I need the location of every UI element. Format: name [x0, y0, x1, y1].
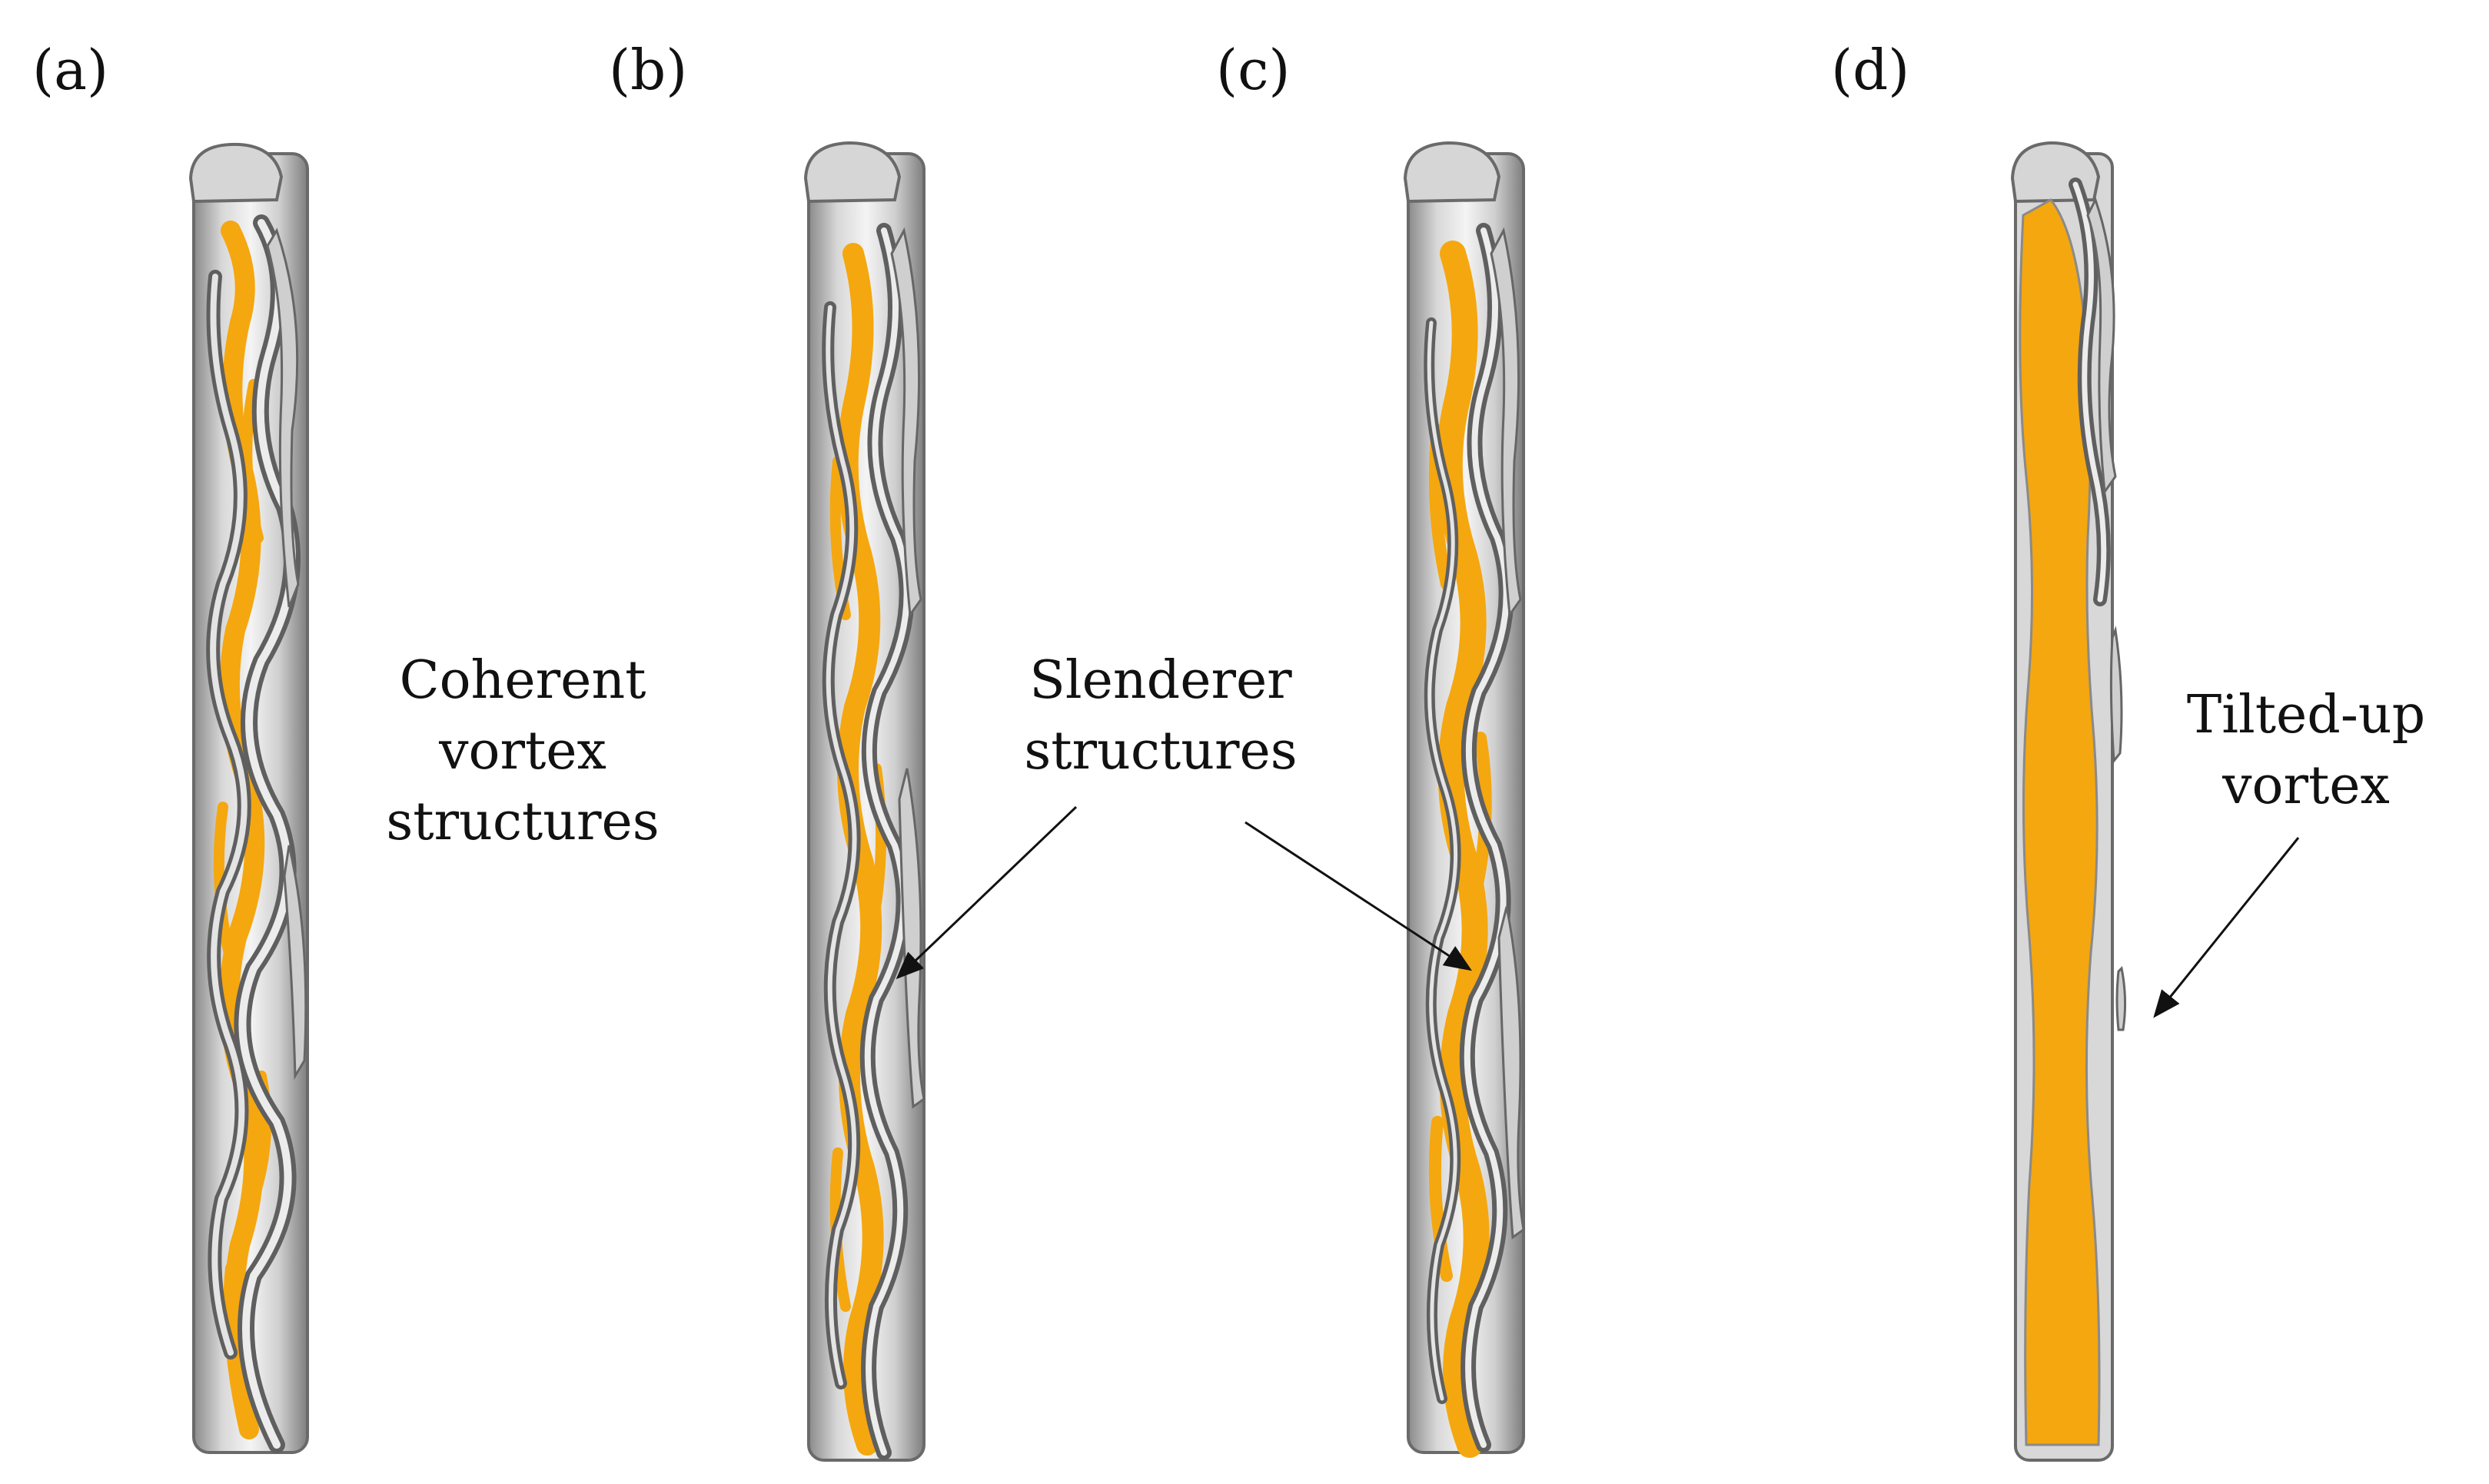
- column-a-cap: [188, 142, 284, 204]
- annotation-coherent-line2: vortex: [439, 721, 606, 782]
- column-b-strand-1-hl: [864, 227, 910, 1456]
- column-a-strand-1-hl: [238, 219, 296, 1449]
- vortex-column-a: [188, 142, 309, 1454]
- arrow-slenderer-b: [896, 805, 1078, 980]
- annotation-tilted-line2: vortex: [2222, 755, 2390, 816]
- column-a-strand-2-hl: [210, 274, 248, 1356]
- column-d-core: [2019, 198, 2101, 1446]
- annotation-slenderer-line1: Slenderer: [1029, 650, 1292, 711]
- panel-label-c: (c): [1216, 38, 1291, 102]
- column-a-fin-2: [283, 845, 307, 1081]
- vortex-column-c: [1403, 141, 1525, 1458]
- column-b-cap: [803, 141, 902, 204]
- annotation-tilted-line1: Tilted-up: [2186, 685, 2426, 745]
- annotation-coherent-line3: structures: [386, 792, 660, 852]
- annotation-coherent-vortex: Coherent vortex structures: [369, 646, 676, 858]
- panel-label-b: (b): [609, 38, 688, 102]
- column-c-fin: [1490, 227, 1522, 619]
- annotation-slenderer-structures: Slenderer structures: [999, 646, 1322, 787]
- column-b-fin-2: [898, 768, 925, 1109]
- column-c-core: [1436, 241, 1490, 1458]
- panel-label-a: (a): [32, 38, 109, 102]
- column-c-strand-1-hl: [1464, 227, 1510, 1448]
- column-d-fin: [2086, 197, 2117, 496]
- annotation-coherent-line1: Coherent: [399, 650, 646, 711]
- column-b-core: [836, 243, 884, 1456]
- vortex-column-d: [2010, 141, 2127, 1462]
- annotation-tilted-up-vortex: Tilted-up vortex: [2152, 680, 2460, 822]
- panel-label-d: (d): [1831, 38, 1910, 102]
- column-c-cap: [1403, 141, 1501, 204]
- column-c-fin-2: [1497, 906, 1525, 1240]
- vortex-column-b: [803, 141, 925, 1462]
- column-d-edge-frag-2: [2115, 965, 2127, 1031]
- annotation-slenderer-line2: structures: [1024, 721, 1298, 782]
- arrow-slenderer-c: [1244, 821, 1473, 971]
- column-d-edge-frag-1: [2109, 626, 2123, 764]
- column-b-strand-2-hl: [826, 305, 857, 1386]
- arrow-tilted-up-d: [2153, 837, 2300, 1018]
- column-d-top-strand-hl: [2072, 181, 2107, 603]
- column-a-fin: [266, 227, 300, 608]
- column-b-fin: [890, 227, 922, 619]
- column-c-strand-2-hl: [1427, 320, 1458, 1401]
